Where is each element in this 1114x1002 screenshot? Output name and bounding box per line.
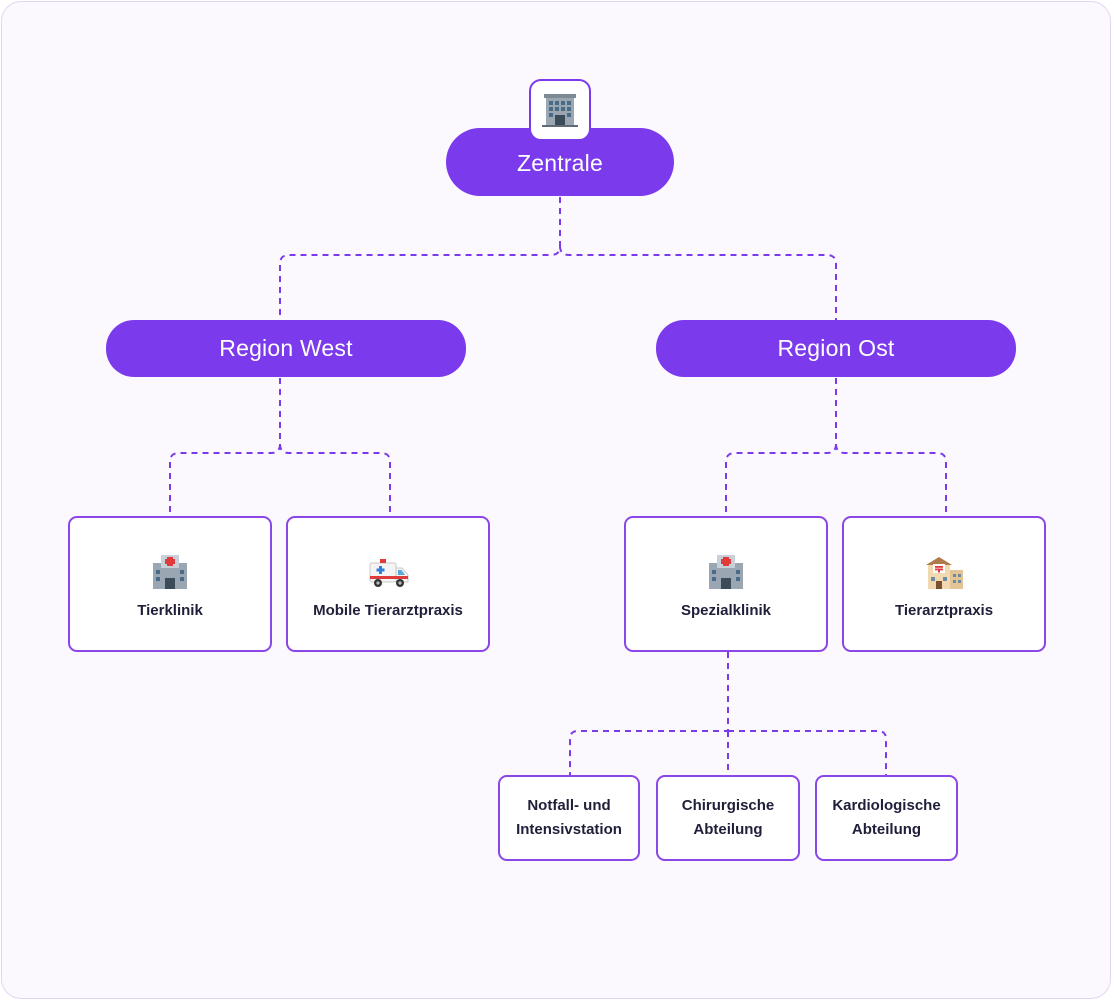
root-node-zentrale[interactable]: Zentrale (446, 128, 674, 196)
connector-root-regions (279, 197, 561, 320)
region-ost-label: Region Ost (777, 335, 895, 361)
department-label: Chirurgische Abteilung (681, 797, 775, 838)
post-office-icon (924, 554, 964, 590)
department-label: Kardiologische Abteilung (832, 797, 941, 838)
department-card-notfall[interactable]: Notfall- und Intensivstation (498, 775, 640, 861)
unit-card-mobile-tierarztpraxis[interactable]: Mobile Tierarztpraxis (286, 516, 490, 652)
unit-label: Tierarztpraxis (894, 602, 994, 619)
unit-label: Mobile Tierarztpraxis (313, 602, 463, 619)
unit-label: Spezialklinik (680, 602, 772, 619)
connector-east-units (725, 378, 837, 516)
ambulance-icon (368, 554, 409, 590)
region-west-node[interactable]: Region West (106, 320, 466, 377)
region-west-label: Region West (219, 335, 353, 361)
unit-card-tierarztpraxis[interactable]: Tierarztpraxis (842, 516, 1046, 652)
unit-card-spezialklinik[interactable]: Spezialklinik (624, 516, 828, 652)
department-card-kardiologie[interactable]: Kardiologische Abteilung (815, 775, 958, 861)
hospital-icon (150, 554, 190, 590)
office-building-icon (529, 79, 591, 141)
hospital-icon (706, 554, 746, 590)
department-card-chirurgie[interactable]: Chirurgische Abteilung (656, 775, 800, 861)
department-label: Notfall- und Intensivstation (516, 797, 622, 838)
connector-west-units (169, 378, 281, 516)
connector-departments (569, 652, 729, 775)
root-label: Zentrale (517, 149, 603, 176)
region-ost-node[interactable]: Region Ost (656, 320, 1016, 377)
unit-card-tierklinik[interactable]: Tierklinik (68, 516, 272, 652)
unit-label: Tierklinik (137, 602, 203, 619)
